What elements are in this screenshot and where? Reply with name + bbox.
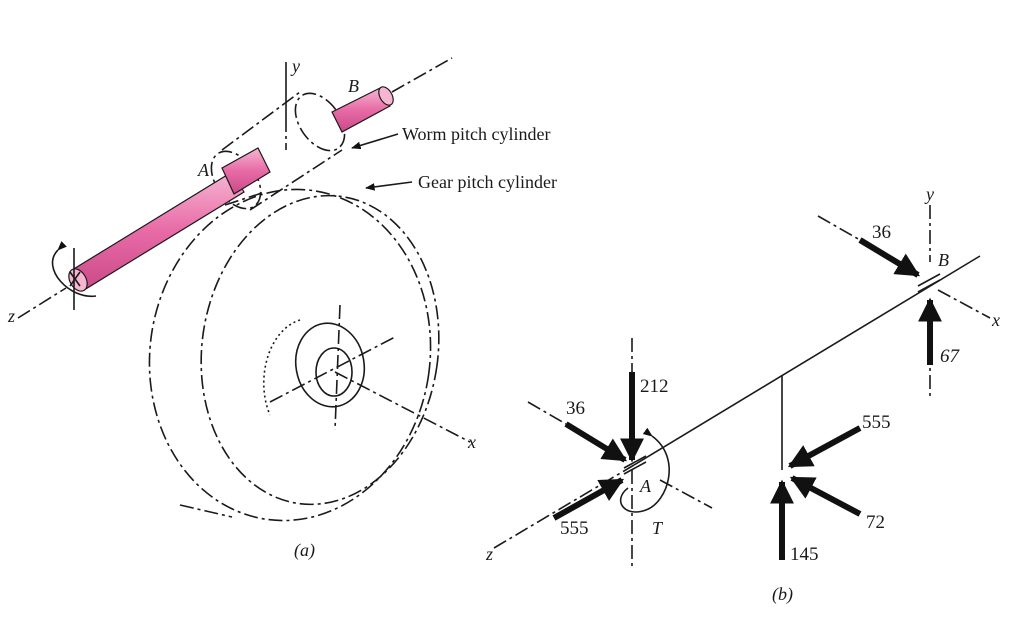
force-a-down-value: 212 (640, 376, 669, 397)
force-gear-72-value: 72 (866, 512, 885, 533)
force-b-axial-arrow (858, 237, 921, 278)
force-gear-145-value: 145 (790, 544, 819, 565)
gear-pitch-cylinder (148, 188, 440, 522)
force-a-radial-arrow (552, 477, 625, 521)
figure-a: Worm pitch cylinder Gear pitch cylinder … (7, 56, 557, 561)
point-a-label-a: A (197, 160, 210, 180)
shaft-line-b (633, 261, 971, 466)
force-b-axial-value: 36 (872, 222, 891, 243)
force-gear-555-arrow (787, 425, 862, 469)
axis-y-label-b: y (924, 184, 934, 204)
axis-z-label-a: z (7, 306, 15, 326)
force-a-axial-value: 36 (566, 398, 585, 419)
gear-hub (263, 304, 471, 443)
axis-y-label-a: y (290, 56, 300, 76)
torque-label: T (652, 518, 664, 538)
rotation-arrow (51, 241, 97, 297)
figure-b: y B x z A T 36 67 212 36 555 555 72 145 … (485, 184, 1000, 605)
force-gear-555-value: 555 (862, 412, 891, 433)
point-b-label-b: B (938, 250, 949, 270)
point-b-label-a: B (348, 76, 359, 96)
caption-a: (a) (294, 540, 315, 561)
force-b-vertical-value: 67 (940, 346, 961, 367)
caption-b: (b) (772, 584, 793, 605)
gear-pitch-label: Gear pitch cylinder (418, 172, 557, 192)
force-a-axial-arrow (564, 421, 628, 463)
worm-shaft (17, 57, 453, 319)
axis-x-label-b: x (991, 310, 1000, 330)
axis-z-label-b: z (485, 544, 493, 564)
point-a-label-b: A (639, 476, 652, 496)
torque-arrow (619, 427, 670, 513)
force-gear-72-arrow (789, 475, 862, 517)
force-a-radial-value: 555 (560, 518, 589, 539)
worm-pitch-label: Worm pitch cylinder (402, 124, 551, 144)
axis-x-label-a: x (467, 432, 476, 452)
